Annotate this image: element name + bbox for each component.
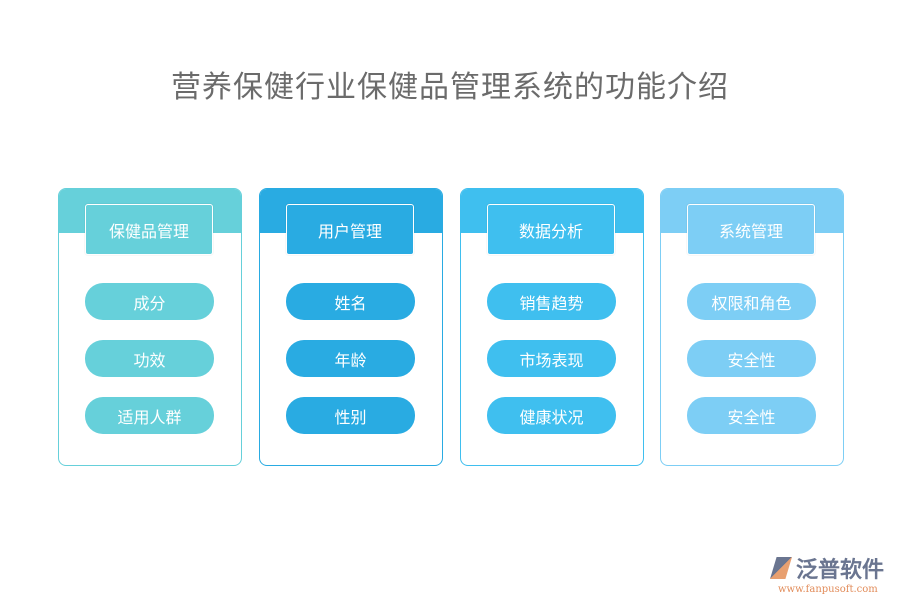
feature-pill: 健康状况 [487,397,616,434]
feature-pill: 销售趋势 [487,283,616,320]
feature-pill: 权限和角色 [687,283,816,320]
column-1: 保健品管理成分功效适用人群 [58,188,242,466]
logo-url: www.fanpusoft.com [778,584,878,595]
feature-pill: 功效 [85,340,214,377]
column-4: 系统管理权限和角色安全性安全性 [660,188,844,466]
column-header: 用户管理 [286,204,414,255]
feature-pill: 适用人群 [85,397,214,434]
logo-mark-icon [770,557,792,579]
feature-pill: 安全性 [687,397,816,434]
feature-pill: 性别 [286,397,415,434]
column-3: 数据分析销售趋势市场表现健康状况 [460,188,644,466]
column-header: 保健品管理 [85,204,213,255]
feature-pill: 成分 [85,283,214,320]
logo-name: 泛普软件 [796,558,885,583]
feature-pill: 安全性 [687,340,816,377]
column-header: 系统管理 [687,204,815,255]
page-title: 营养保健行业保健品管理系统的功能介绍 [171,70,729,105]
feature-pill: 市场表现 [487,340,616,377]
column-2: 用户管理姓名年龄性别 [259,188,443,466]
feature-pill: 年龄 [286,340,415,377]
feature-pill: 姓名 [286,283,415,320]
fanpu-logo: 泛普软件 www.fanpusoft.com [770,552,895,595]
column-header: 数据分析 [487,204,615,255]
